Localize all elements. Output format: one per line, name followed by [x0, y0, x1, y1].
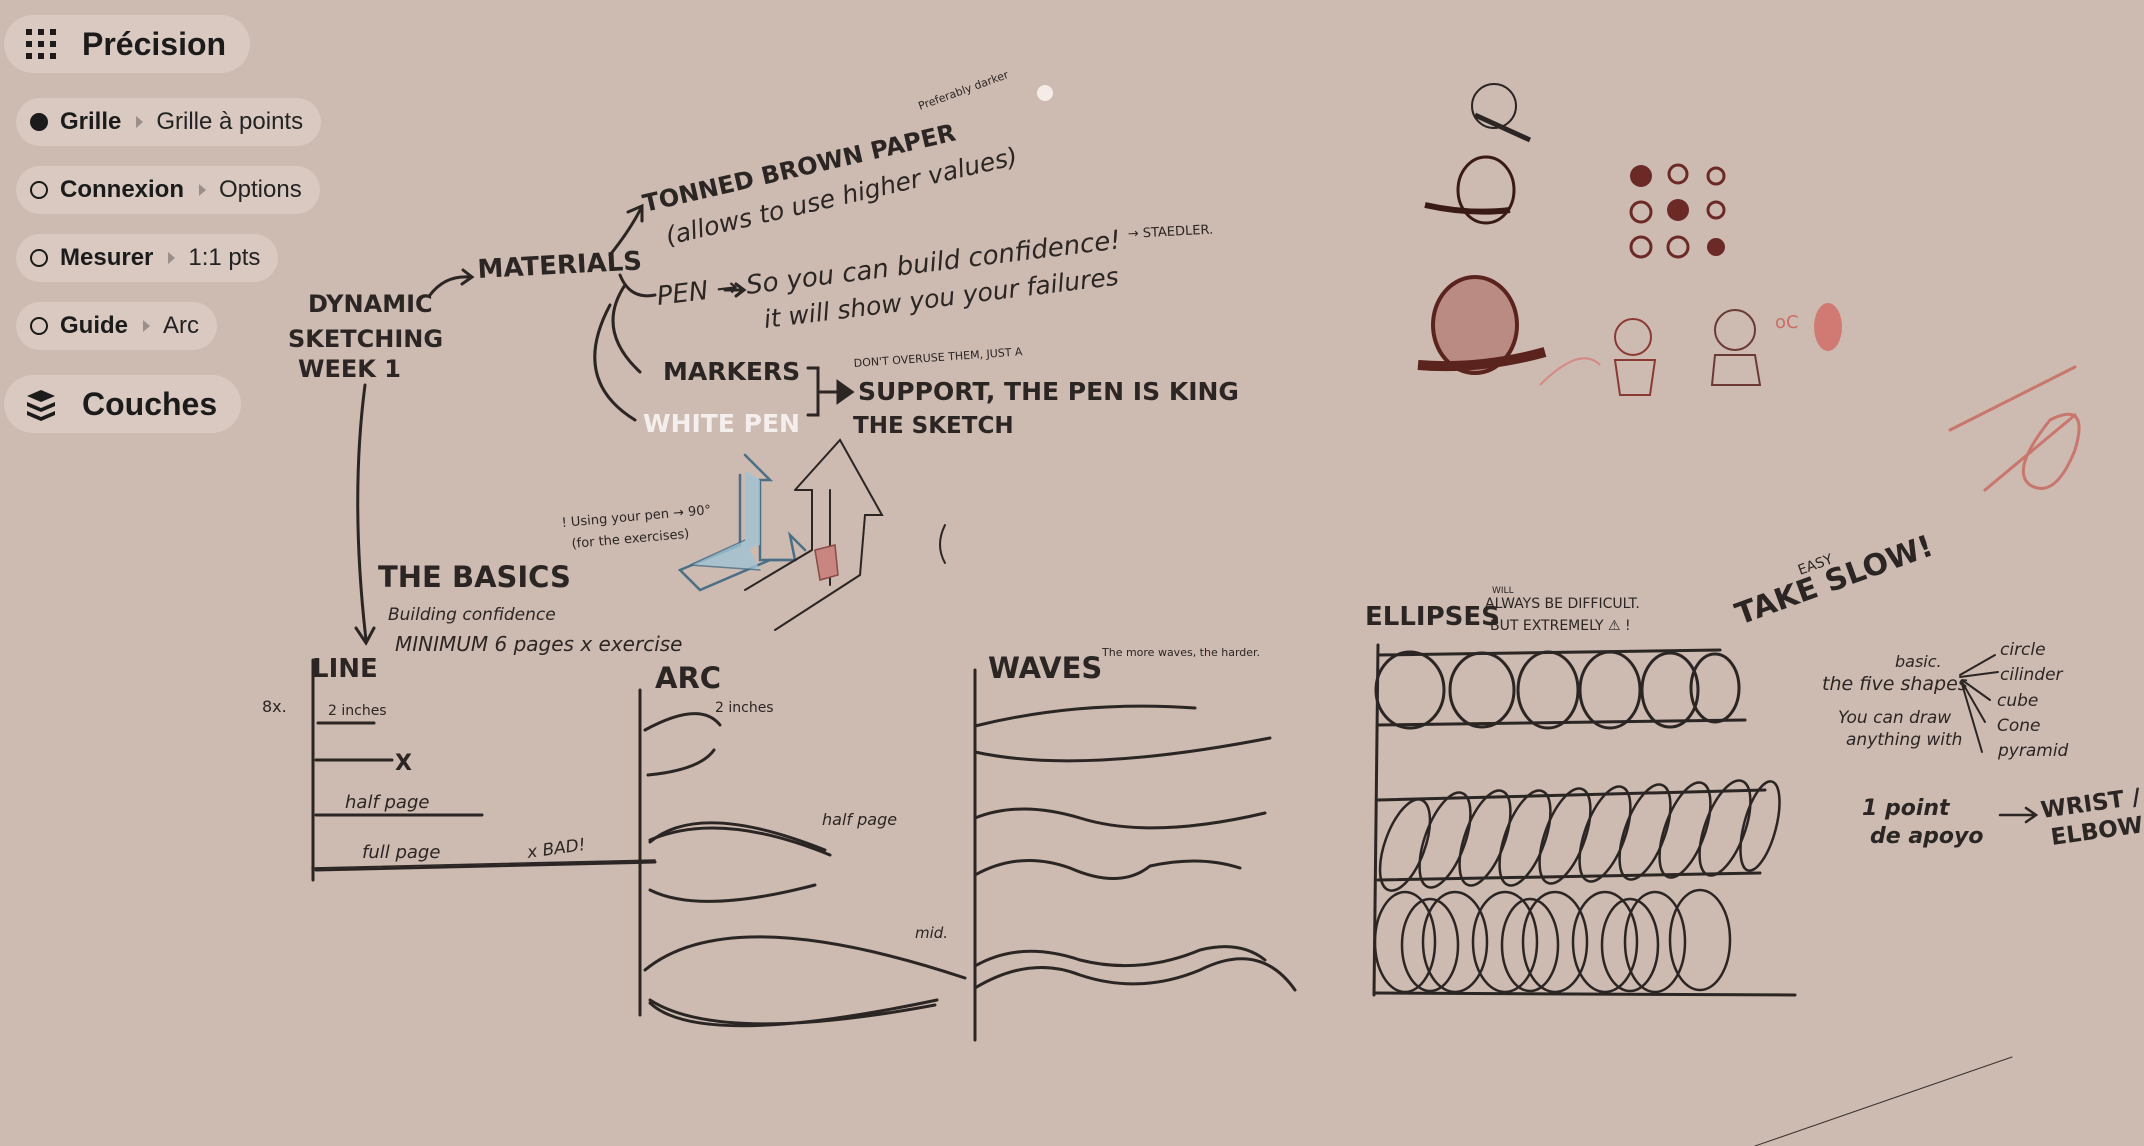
white-dot — [1037, 85, 1053, 101]
markers-label: MARKERS — [663, 357, 800, 386]
punto-label-1: 1 point — [1862, 796, 1951, 821]
chevron-right-icon — [168, 252, 176, 264]
title-line-3: WEEK 1 — [298, 355, 401, 383]
arc-title: ARC — [655, 661, 721, 695]
basics-subtitle: Building confidence — [388, 605, 556, 625]
materials-label: MATERIALS — [477, 246, 643, 285]
line-8x: 8x. — [262, 697, 287, 716]
line-2-inches: 2 inches — [328, 703, 387, 719]
waves-note: The more waves, the harder. — [1101, 646, 1260, 659]
chevron-right-icon — [199, 184, 206, 196]
pen-note-1: ! Using your pen → 90° — [561, 503, 712, 531]
arrow-3d-sketch — [743, 453, 807, 562]
precision-title: Précision — [82, 25, 227, 62]
line-full-page: full page — [362, 842, 440, 863]
white-pen-label: WHITE PEN — [643, 409, 800, 438]
connection-label: Connexion — [60, 176, 184, 203]
paper-note: Preferably darker — [917, 68, 1011, 113]
measure-option[interactable]: Mesurer 1:1 pts — [16, 234, 279, 282]
grid-radio-icon[interactable] — [30, 113, 48, 131]
ellipses-title: ELLIPSES — [1365, 602, 1500, 632]
layers-icon — [27, 390, 55, 421]
measure-radio-icon[interactable] — [30, 249, 48, 267]
punto-label-2: de apoyo — [1870, 824, 1984, 849]
ellipses-note-1: ALWAYS BE DIFFICULT. — [1485, 596, 1640, 612]
oc-label: oC — [1775, 312, 1799, 333]
waves-title: WAVES — [988, 651, 1102, 685]
shapes-draw-2: anything with — [1846, 730, 1962, 750]
line-half-page: half page — [345, 792, 429, 813]
guide-option[interactable]: Guide Arc — [16, 302, 218, 350]
pen-note-2: (for the exercises) — [571, 527, 690, 552]
arrow-to-whitepen — [593, 303, 637, 422]
arc-2-inches: 2 inches — [715, 700, 774, 716]
chevron-right-icon — [143, 320, 151, 332]
grid-dots-icon — [26, 29, 56, 59]
chevron-right-icon — [136, 116, 144, 128]
guide-value[interactable]: Arc — [163, 312, 200, 339]
shapes-the: the five shapes — [1822, 673, 1968, 695]
measure-label: Mesurer — [60, 244, 154, 271]
line-title: LINE — [312, 654, 378, 684]
shape-pyramid: pyramid — [1997, 741, 2069, 761]
staedler-label: → STAEDLER. — [1127, 223, 1213, 242]
support-label: SUPPORT, THE PEN IS KING — [858, 377, 1239, 406]
arc-half-page: half page — [822, 810, 897, 829]
shapes-draw-1: You can draw — [1838, 708, 1951, 728]
shape-cilinder: cilinder — [2000, 665, 2064, 685]
the-sketch-label: THE SKETCH — [853, 413, 1014, 439]
handwritten-notes: DYNAMIC SKETCHING WEEK 1 MATERIALS TONNE… — [262, 68, 2144, 942]
ellipses-will: WILL — [1492, 586, 1514, 596]
arrow-to-markers — [611, 283, 642, 374]
grid-label: Grille — [60, 108, 122, 135]
shape-cone: Cone — [1997, 716, 2041, 736]
thin-line — [1754, 1056, 2013, 1146]
grid-value[interactable]: Grille à points — [156, 108, 304, 135]
arrow-to-pen — [618, 273, 657, 298]
arc-mid: mid. — [915, 924, 948, 942]
line-x: X — [395, 751, 412, 776]
line-bad: x BAD! — [525, 835, 587, 863]
connection-radio-icon[interactable] — [30, 181, 48, 199]
shape-circle: circle — [2000, 640, 2046, 660]
layers-title: Couches — [82, 385, 218, 422]
measure-value[interactable]: 1:1 pts — [188, 244, 261, 271]
layers-header[interactable]: Couches — [4, 375, 242, 433]
ellipses-note-2: BUT EXTREMELY ⚠ ! — [1490, 618, 1631, 634]
guide-label: Guide — [60, 312, 129, 339]
basics-minimum: MINIMUM 6 pages x exercise — [395, 632, 682, 656]
connection-value[interactable]: Options — [219, 176, 302, 203]
guide-radio-icon[interactable] — [30, 317, 48, 335]
arrow-to-paper — [608, 208, 642, 257]
grid-option[interactable]: Grille Grille à points — [16, 98, 322, 146]
shape-cube: cube — [1997, 691, 2038, 711]
connection-option[interactable]: Connexion Options — [16, 166, 320, 214]
shapes-basic: basic. — [1895, 652, 1942, 671]
take-slow-label: TAKE SLOW! — [1731, 529, 1938, 633]
basics-title: THE BASICS — [378, 560, 571, 594]
arrow-title-to-materials — [428, 275, 472, 297]
title-line-1: DYNAMIC — [308, 290, 433, 318]
arrow-to-basics — [356, 383, 368, 642]
dont-overuse-label: DON'T OVERUSE THEM, JUST A — [853, 345, 1023, 370]
precision-header[interactable]: Précision — [4, 15, 251, 73]
title-line-2: SKETCHING — [288, 325, 443, 353]
sphere-sketches — [1417, 83, 1842, 396]
